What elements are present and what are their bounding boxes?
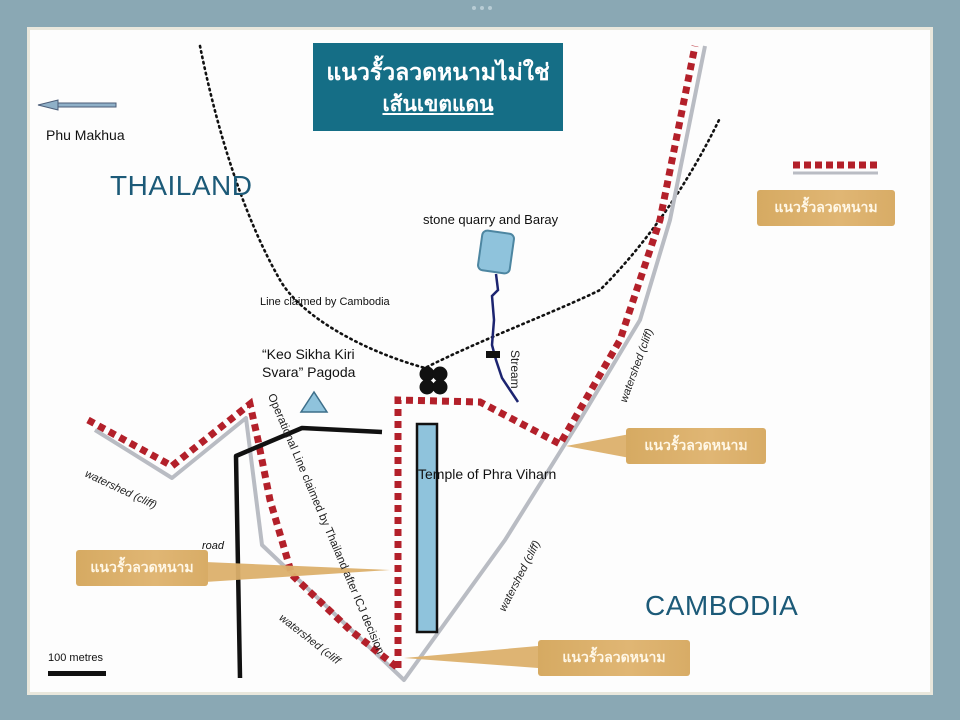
thailand-label: THAILAND: [110, 170, 253, 201]
temple-rect: [415, 422, 439, 634]
callout-left: แนวรั้วลวดหนาม: [76, 550, 208, 586]
stone-quarry-label: stone quarry and Baray: [423, 212, 559, 227]
temple-label: Temple of Phra Viharn: [418, 466, 557, 482]
pagoda-label-line2: Svara” Pagoda: [262, 364, 356, 380]
stream: [490, 273, 520, 403]
title-line1: แนวรั้วลวดหนามไม่ใช่: [326, 60, 550, 86]
ruins-cluster: [419, 366, 448, 395]
pagoda-label-line1: “Keo Sikha Kiri: [262, 346, 355, 362]
callout-right: แนวรั้วลวดหนาม: [626, 428, 766, 464]
cambodia-label: CAMBODIA: [645, 590, 799, 621]
title-banner: แนวรั้วลวดหนามไม่ใช่ เส้นเขตแดน: [313, 43, 563, 131]
barbed-wire-fence: [86, 45, 699, 671]
phu-makhua-label: Phu Makhua: [46, 127, 125, 143]
slide-indicator: [470, 6, 494, 12]
pagoda-icon: [299, 390, 329, 413]
watershed-lines: [93, 45, 707, 682]
cambodia-claim-line: [198, 44, 722, 370]
title-line2: เส้นเขตแดน: [382, 92, 494, 116]
callout-bottom: แนวรั้วลวดหนาม: [538, 640, 690, 676]
scale-label: 100 metres: [48, 652, 104, 664]
legend-barbed-wire-label: แนวรั้วลวดหนาม: [757, 190, 895, 226]
baray-pond: [477, 229, 515, 275]
road-label: road: [202, 540, 225, 552]
cambodia-claim-label: Line claimed by Cambodia: [260, 296, 390, 308]
arrow-left-icon: [37, 99, 117, 111]
stream-label: Stream: [508, 350, 522, 389]
